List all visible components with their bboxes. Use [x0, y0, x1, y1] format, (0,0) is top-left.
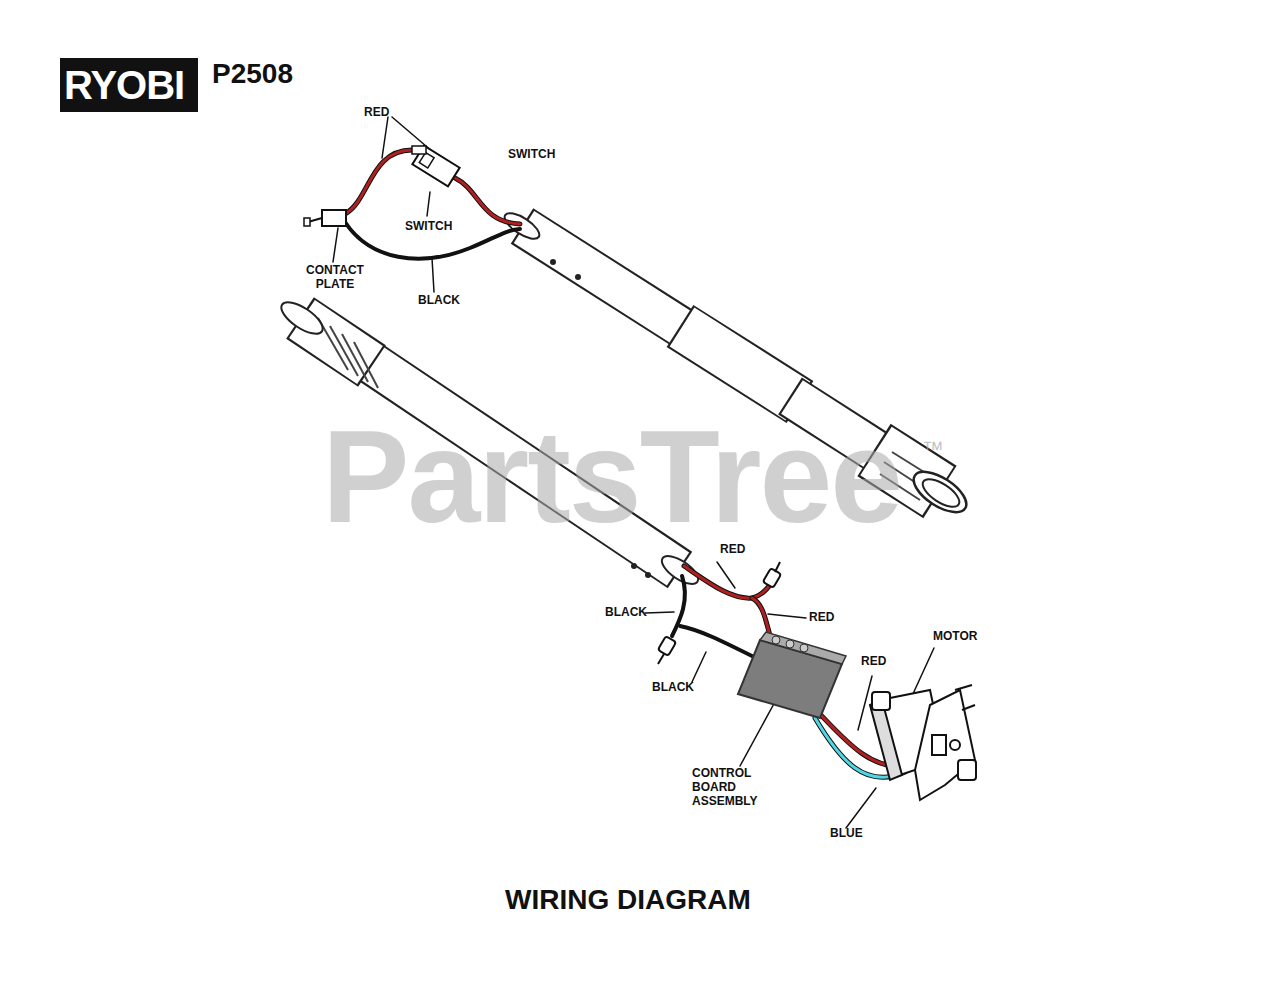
wire-color: RED [861, 655, 886, 669]
model-number: P2508 [212, 58, 293, 90]
part-name: SWITCH [508, 148, 555, 162]
logo-box [60, 58, 198, 112]
part-name: CONTROL BOARD ASSEMBLY [692, 767, 792, 808]
switch-part [412, 146, 460, 187]
motor-part [870, 685, 976, 800]
control-wiring [645, 562, 934, 828]
diagram-title: WIRING DIAGRAM [505, 884, 751, 916]
part-name: CONTACT PLATE [304, 264, 366, 292]
wire-color: BLUE [830, 827, 863, 841]
wire-color: RED [809, 611, 834, 625]
wire-color: BLACK [652, 681, 694, 695]
wire-color: BLACK [418, 294, 460, 308]
wire-color: BLACK [605, 606, 647, 620]
control-board-part [738, 632, 846, 718]
part-name: MOTOR [933, 630, 977, 644]
watermark: PartsTree [322, 405, 901, 549]
wire-color: RED [364, 106, 389, 120]
watermark: ™ [922, 438, 944, 462]
part-name: SWITCH [405, 220, 452, 234]
contact-plate-part [304, 210, 346, 226]
logo-text: RYOBI [64, 62, 184, 108]
